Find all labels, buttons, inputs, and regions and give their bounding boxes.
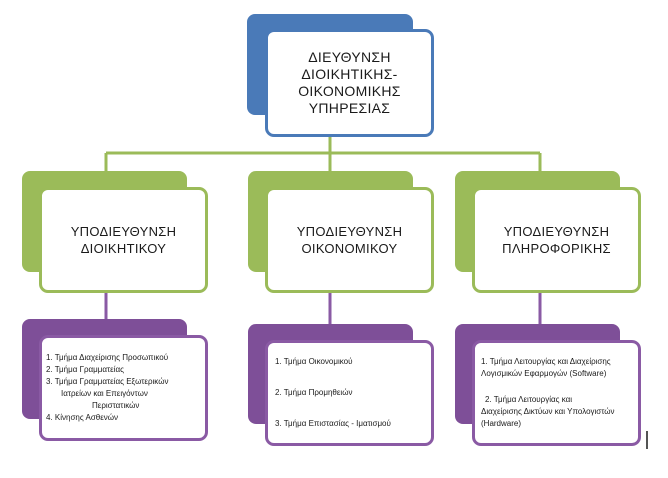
department-node-financial: 1. Τμήμα Οικονομικού 2. Τμήμα Προμηθειών… xyxy=(265,340,434,446)
department-item: 1. Τμήμα Διαχείρισης Προσωπικού xyxy=(46,353,169,362)
subdirectorate-label: ΥΠΟΔΙΕΥΘΥΝΣΗ xyxy=(503,224,610,239)
department-item: 4. Κίνησης Ασθενών xyxy=(46,413,119,422)
department-item: 2. Τμήμα Προμηθειών xyxy=(275,388,353,397)
subdirectorate-node-financial: ΥΠΟΔΙΕΥΘΥΝΣΗ ΟΙΚΟΝΟΜΙΚΟΥ xyxy=(265,187,434,293)
subdirectorate-node-administrative: ΥΠΟΔΙΕΥΘΥΝΣΗ ΔΙΟΙΚΗΤΙΚΟΥ xyxy=(39,187,208,293)
subdirectorate-label: ΔΙΟΙΚΗΤΙΚΟΥ xyxy=(80,241,167,256)
director-title-line: ΥΠΗΡΕΣΙΑΣ xyxy=(308,100,391,116)
subdirectorate-label: ΥΠΟΔΙΕΥΘΥΝΣΗ xyxy=(70,224,177,239)
director-title-line: ΟΙΚΟΝΟΜΙΚΗΣ xyxy=(298,83,401,99)
director-node: ΔΙΕΥΘΥΝΣΗ ΔΙΟΙΚΗΤΙΚΗΣ- ΟΙΚΟΝΟΜΙΚΗΣ ΥΠΗΡΕ… xyxy=(265,29,434,137)
director-title-line: ΔΙΟΙΚΗΤΙΚΗΣ- xyxy=(301,66,398,82)
department-item: Ιατρείων και Επειγόντων xyxy=(61,389,148,398)
department-list: 1. Τμήμα Λειτουργίας και Διαχείρισης Λογ… xyxy=(481,356,615,430)
department-list: 1. Τμήμα Οικονομικού 2. Τμήμα Προμηθειών… xyxy=(275,356,391,430)
department-item: 1. Τμήμα Λειτουργίας και Διαχείρισης xyxy=(481,357,611,366)
department-item: Διαχείρισης Δικτύων και Υπολογιστών xyxy=(481,407,615,416)
department-item: 2. Τμήμα Γραμματείας xyxy=(46,365,124,374)
subdirectorate-label: ΟΙΚΟΝΟΜΙΚΟΥ xyxy=(301,241,398,256)
department-node-informatics: 1. Τμήμα Λειτουργίας και Διαχείρισης Λογ… xyxy=(472,340,641,446)
department-item: Περιστατικών xyxy=(92,401,140,410)
department-item: Λογισμικών Εφαρμογών (Software) xyxy=(481,369,607,378)
department-item: 2. Τμήμα Λειτουργίας και xyxy=(485,395,573,404)
department-list: 1. Τμήμα Διαχείρισης Προσωπικού 2. Τμήμα… xyxy=(46,352,168,424)
subdirectorate-node-informatics: ΥΠΟΔΙΕΥΘΥΝΣΗ ΠΛΗΡΟΦΟΡΙΚΗΣ xyxy=(472,187,641,293)
department-item: (Hardware) xyxy=(481,419,522,428)
director-title: ΔΙΕΥΘΥΝΣΗ ΔΙΟΙΚΗΤΙΚΗΣ- ΟΙΚΟΝΟΜΙΚΗΣ ΥΠΗΡΕ… xyxy=(298,49,401,117)
subdirectorate-label: ΠΛΗΡΟΦΟΡΙΚΗΣ xyxy=(502,241,611,256)
department-item: 1. Τμήμα Οικονομικού xyxy=(275,357,353,366)
subdirectorate-label: ΥΠΟΔΙΕΥΘΥΝΣΗ xyxy=(296,224,403,239)
department-node-administrative: 1. Τμήμα Διαχείρισης Προσωπικού 2. Τμήμα… xyxy=(39,335,208,441)
director-title-line: ΔΙΕΥΘΥΝΣΗ xyxy=(308,49,391,65)
department-item: 3. Τμήμα Γραμματείας Εξωτερικών xyxy=(46,377,169,386)
department-item: 3. Τμήμα Επιστασίας - Ιματισμού xyxy=(275,419,391,428)
